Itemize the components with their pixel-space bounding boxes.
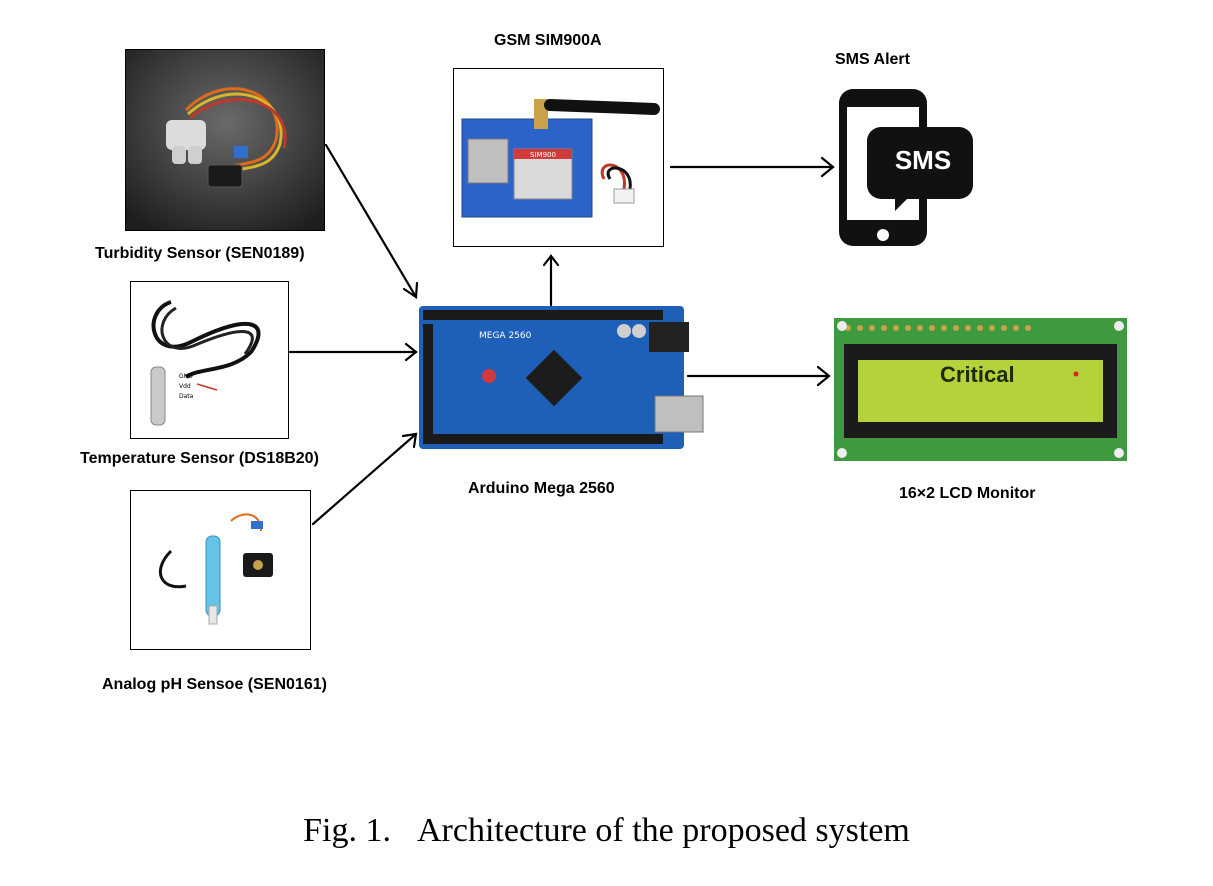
ph-sensor-image (130, 490, 311, 650)
temperature-sensor-image: GND Vdd Data (130, 281, 289, 439)
arduino-board-text: MEGA 2560 (479, 331, 532, 341)
wire-label-vdd: Vdd (179, 383, 191, 390)
phone-sms-icon: SMS (839, 89, 973, 246)
arduino-board-image: MEGA 2560 (419, 306, 704, 449)
lcd-monitor-label: 16×2 LCD Monitor (899, 485, 1036, 502)
wire-label-data: Data (179, 393, 194, 400)
sms-icon-text: SMS (895, 145, 951, 175)
lcd-monitor-image (834, 318, 1127, 461)
figure-title: Architecture of the proposed system (417, 812, 910, 849)
lcd-display-text: Critical (940, 362, 1015, 387)
gsm-module-image: SIM900 (453, 68, 664, 247)
sms-alert-label: SMS Alert (835, 51, 910, 68)
ph-sensor-label: Analog pH Sensoe (SEN0161) (102, 676, 327, 693)
turbidity-sensor-label: Turbidity Sensor (SEN0189) (95, 245, 305, 262)
arrow-turbidity-to-arduino (324, 143, 418, 299)
arduino-label: Arduino Mega 2560 (468, 480, 615, 497)
sim-module-text: SIM900 (530, 151, 556, 159)
figure-caption: Fig. 1. Architecture of the proposed syst… (0, 812, 1213, 850)
gsm-module-label: GSM SIM900A (494, 32, 602, 49)
arrow-ph-to-arduino (311, 432, 418, 526)
turbidity-sensor-image (125, 49, 325, 231)
temperature-sensor-label: Temperature Sensor (DS18B20) (80, 450, 319, 467)
figure-number: Fig. 1. (303, 812, 391, 849)
wire-label-gnd: GND (179, 373, 193, 380)
